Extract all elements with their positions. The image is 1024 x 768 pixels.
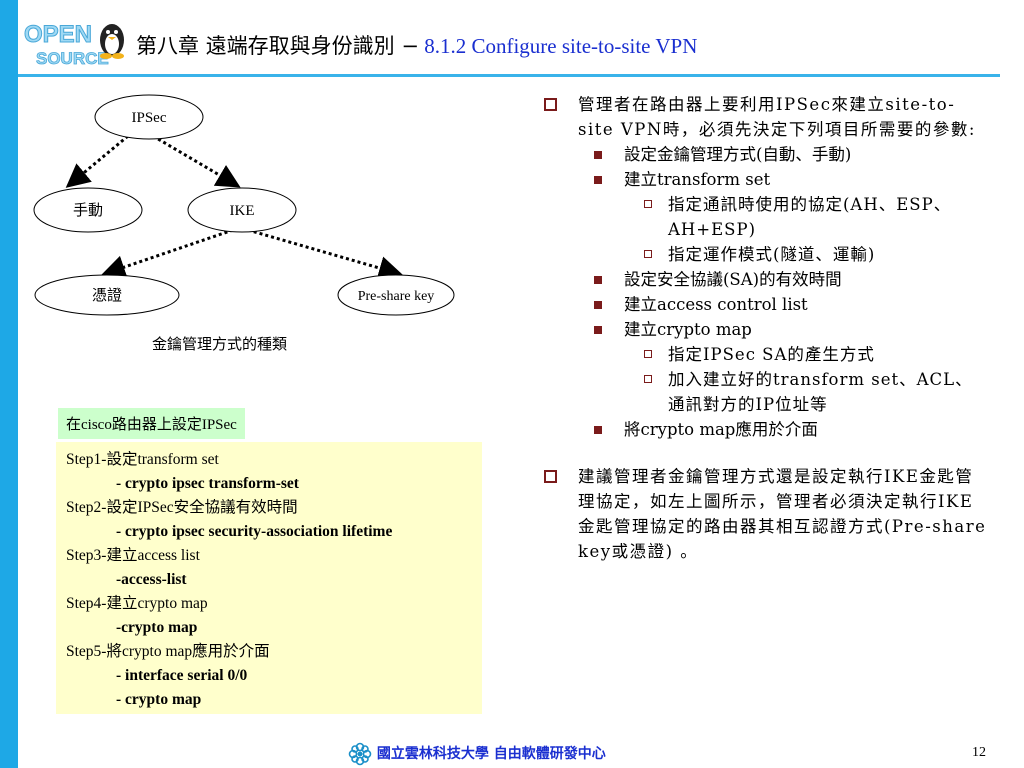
edge-ike-cert	[101, 228, 234, 279]
hollow-square-icon	[644, 350, 652, 358]
step-label: Step4-建立crypto map	[66, 595, 208, 612]
step-command: -access-list	[116, 571, 187, 588]
footer-org: 國立雲林科技大學 自由軟體研發中心	[348, 742, 606, 766]
bullet-text: 加入建立好的transform set、ACL、通訊對方的IP位址等	[668, 370, 973, 414]
bullet-level1: 建議管理者金鑰管理方式還是設定執行IKE金匙管理協定，如左上圖所示，管理者必須決…	[540, 464, 990, 564]
step-label: Step3-建立access list	[66, 547, 200, 564]
cisco-tag: 在cisco路由器上設定IPSec	[58, 408, 245, 439]
bullet-text: 將crypto map應用於介面	[624, 420, 818, 439]
node-psk	[337, 274, 455, 316]
step-label: Step1-設定transform set	[66, 451, 219, 468]
bullet-level3: 指定運作模式(隧道、運輸)	[540, 242, 990, 267]
diagram-caption: 金鑰管理方式的種類	[152, 335, 288, 353]
open-source-logo: OPEN SOURCE	[24, 21, 124, 68]
title-chapter: 第八章 遠端存取與身份識別 −	[136, 34, 419, 58]
page-title: 第八章 遠端存取與身份識別 − 8.1.2 Configure site-to-…	[136, 30, 697, 60]
svg-text:SOURCE: SOURCE	[36, 49, 109, 68]
bullet-level2: 設定安全協議(SA)的有效時間	[540, 267, 990, 292]
filled-square-icon	[594, 176, 602, 184]
square-bullet-icon	[544, 470, 557, 483]
step-label: Step2-設定IPSec安全協議有效時間	[66, 499, 298, 516]
bullet-text: 指定運作模式(隧道、運輸)	[668, 245, 876, 264]
bullet-text: 建立transform set	[624, 170, 771, 189]
header-divider	[18, 74, 1000, 77]
hollow-square-icon	[644, 375, 652, 383]
bullet-text: 建立access control list	[624, 295, 808, 314]
bullet-text: 管理者在路由器上要利用IPSec來建立site-to-site VPN時，必須先…	[578, 95, 976, 139]
node-manual-label: 手動	[73, 201, 103, 219]
bullet-level2: 建立transform set	[540, 167, 990, 192]
title-section: 8.1.2 Configure site-to-site VPN	[418, 34, 698, 58]
edge-ike-psk	[247, 228, 403, 280]
bullet-list: 管理者在路由器上要利用IPSec來建立site-to-site VPN時，必須先…	[540, 92, 990, 564]
step-command: - crypto map	[116, 691, 202, 708]
filled-square-icon	[594, 326, 602, 334]
step-label: Step5-將crypto map應用於介面	[66, 643, 270, 660]
key-management-diagram: IPSec 手動 IKE 憑證 Pre-share key	[33, 94, 455, 316]
node-ipsec	[94, 94, 204, 140]
left-accent-bar	[0, 0, 18, 768]
filled-square-icon	[594, 151, 602, 159]
bullet-level3: 指定通訊時使用的協定(AH、ESP、AH+ESP)	[540, 192, 990, 242]
edge-ipsec-manual	[65, 134, 129, 188]
node-psk-label: Pre-share key	[358, 289, 435, 304]
bullet-level1: 管理者在路由器上要利用IPSec來建立site-to-site VPN時，必須先…	[540, 92, 990, 142]
edge-ipsec-ike	[152, 134, 241, 188]
cisco-steps-box: Step1-設定transform set - crypto ipsec tra…	[56, 442, 482, 714]
step-command: -crypto map	[116, 619, 198, 636]
bullet-text: 指定通訊時使用的協定(AH、ESP、AH+ESP)	[668, 195, 952, 239]
bullet-text: 設定安全協議(SA)的有效時間	[624, 270, 842, 289]
step-command: - interface serial 0/0	[116, 667, 248, 684]
filled-square-icon	[594, 301, 602, 309]
node-cert	[34, 274, 180, 316]
svg-text:OPEN: OPEN	[24, 21, 92, 48]
bullet-text: 建立crypto map	[624, 320, 752, 339]
bullet-level3: 加入建立好的transform set、ACL、通訊對方的IP位址等	[540, 367, 990, 417]
filled-square-icon	[594, 426, 602, 434]
node-manual	[33, 187, 143, 233]
node-ike	[187, 187, 297, 233]
bullet-level2: 將crypto map應用於介面	[540, 417, 990, 442]
bullet-text: 設定金鑰管理方式(自動、手動)	[624, 145, 852, 164]
hollow-square-icon	[644, 250, 652, 258]
step-command: - crypto ipsec transform-set	[116, 475, 299, 492]
node-ipsec-label: IPSec	[132, 110, 167, 126]
hollow-square-icon	[644, 200, 652, 208]
footer-org-text: 國立雲林科技大學 自由軟體研發中心	[376, 746, 606, 762]
filled-square-icon	[594, 276, 602, 284]
flower-icon	[348, 742, 372, 766]
bullet-text: 建議管理者金鑰管理方式還是設定執行IKE金匙管理協定，如左上圖所示，管理者必須決…	[578, 467, 987, 561]
page-number: 12	[972, 745, 986, 760]
bullet-level2: 設定金鑰管理方式(自動、手動)	[540, 142, 990, 167]
bullet-level2: 建立access control list	[540, 292, 990, 317]
bullet-text: 指定IPSec SA的產生方式	[668, 345, 875, 364]
bullet-level2: 建立crypto map	[540, 317, 990, 342]
node-cert-label: 憑證	[92, 286, 122, 304]
node-ike-label: IKE	[230, 203, 255, 219]
square-bullet-icon	[544, 98, 557, 111]
bullet-level3: 指定IPSec SA的產生方式	[540, 342, 990, 367]
step-command: - crypto ipsec security-association life…	[116, 523, 393, 540]
